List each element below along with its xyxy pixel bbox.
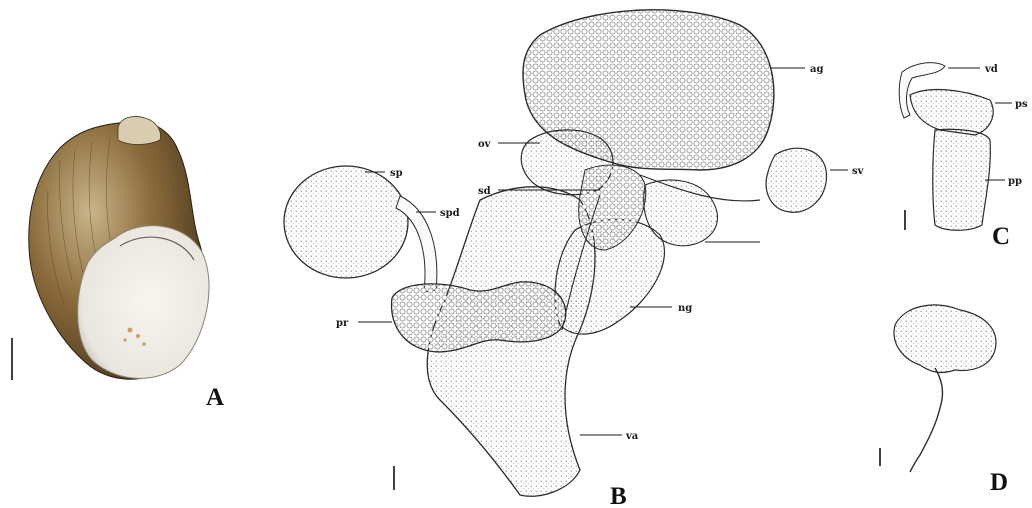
preputium: [933, 129, 991, 230]
shell-spire: [118, 116, 160, 144]
vesicle-lobes: [894, 305, 996, 372]
label-spd: spd: [440, 208, 460, 219]
label-vd: vd: [984, 64, 998, 75]
label-pr: pr: [336, 318, 349, 329]
label-pp: pp: [1008, 176, 1022, 187]
panel-letter-c: C: [992, 223, 1010, 250]
panel-b-reproductive-system: ag ov sv sp sd spd pr ng va B: [284, 10, 865, 508]
panel-letter-a: A: [206, 384, 224, 411]
penis-sheath: [910, 90, 993, 135]
panel-letter-b: B: [610, 483, 627, 508]
label-va: va: [625, 431, 639, 442]
label-sv: sv: [852, 166, 865, 177]
panel-d-seminal-vesicle: D: [880, 305, 1008, 496]
seminal-vesicle: [766, 148, 826, 212]
label-ag: ag: [810, 64, 823, 75]
label-sp: sp: [390, 168, 403, 179]
panel-c-penis: vd ps pp C: [899, 63, 1028, 250]
panel-letter-d: D: [990, 469, 1008, 496]
label-sd: sd: [478, 186, 491, 197]
spermatheca: [284, 166, 408, 278]
vesicle-duct: [910, 368, 942, 472]
label-ps: ps: [1015, 99, 1028, 110]
label-ng: ng: [678, 303, 692, 314]
label-ov: ov: [478, 139, 492, 150]
panel-a-shell: A: [12, 116, 224, 411]
